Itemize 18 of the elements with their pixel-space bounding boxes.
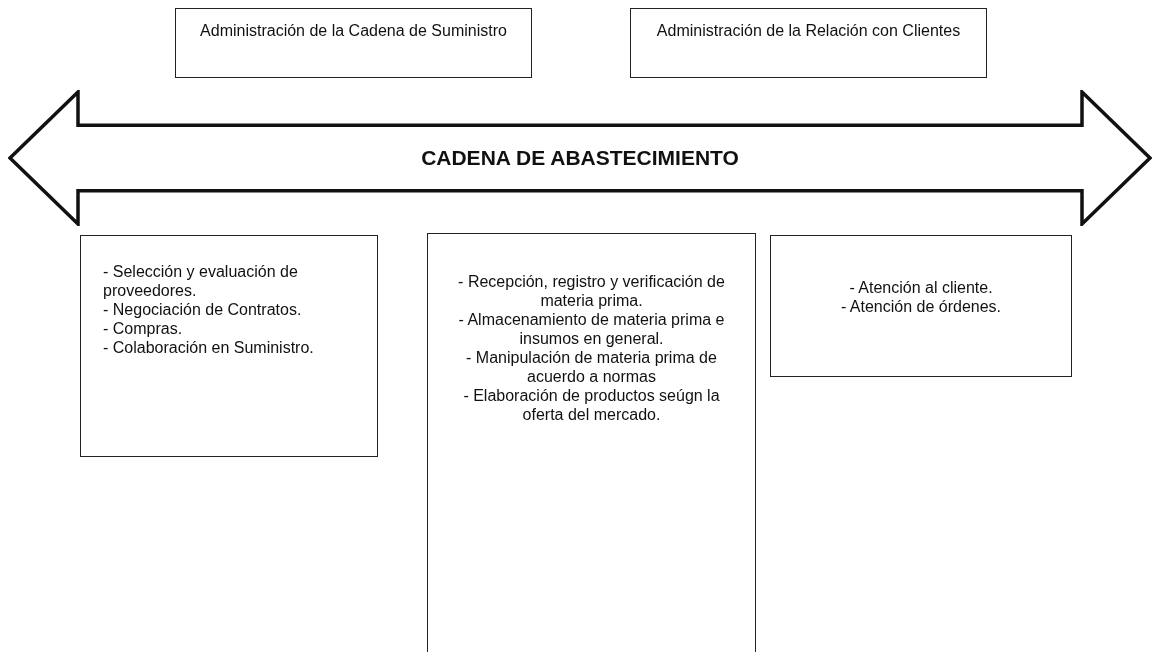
activity-box (80, 235, 378, 457)
heading-box (175, 8, 532, 78)
activity-item: - Manipulación de materia prima de acuerdo a normas (465, 348, 718, 386)
arrow-label: CADENA DE ABASTECIMIENTO (420, 146, 740, 170)
activity-item: - Elaboración de productos seúgn la oferta del mercado. (462, 386, 721, 424)
heading-text: Administración de la Relación con Clientes (655, 21, 962, 40)
activity-item: - Negociación de Contratos. (103, 300, 303, 319)
activity-item: - Colaboración en Suministro. (103, 338, 315, 357)
activity-item: - Almacenamiento de materia prima e insumos en general. (457, 310, 726, 348)
activity-item: - Atención de órdenes. (839, 297, 1003, 316)
heading-text: Administración de la Cadena de Suministro (199, 21, 508, 40)
heading-box (630, 8, 987, 78)
activity-item: - Selección y evaluación de proveedores. (103, 262, 299, 300)
activity-item: - Recepción, registro y verificación de materia prima. (457, 272, 726, 310)
activity-item: - Atención al cliente. (848, 278, 994, 297)
activity-box (427, 233, 756, 652)
activity-item: - Compras. (103, 319, 184, 338)
activity-box (770, 235, 1072, 377)
